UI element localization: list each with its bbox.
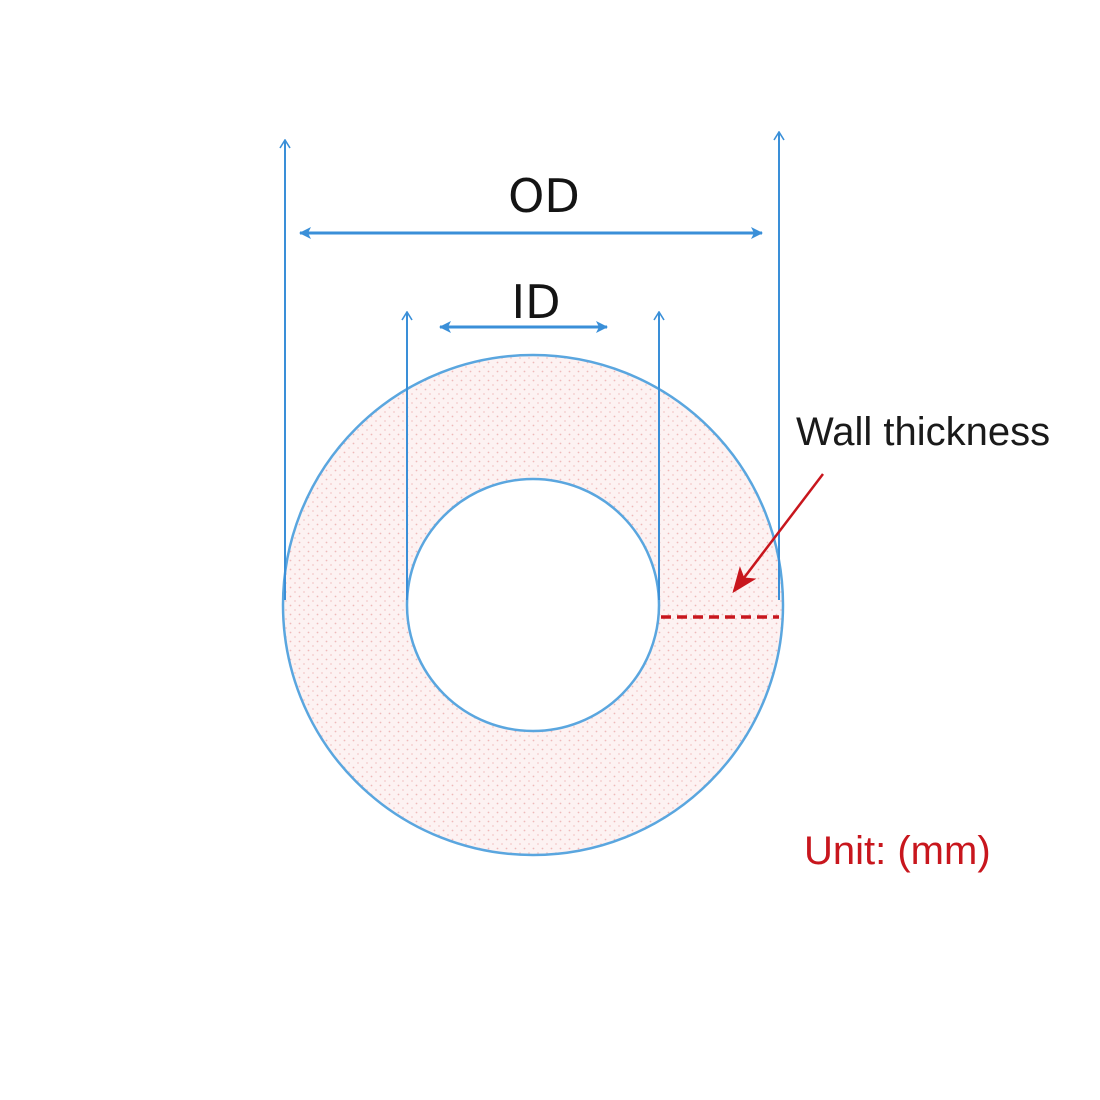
outer-circle [281,353,785,857]
inner-circle [405,477,661,733]
id-label: ID [512,275,561,329]
unit-label: Unit: (mm) [804,829,991,873]
wall-thickness-label: Wall thickness [796,410,1050,454]
tube-wall-ring [283,355,783,855]
wall-thickness-pointer-arrow [732,473,824,594]
od-label: OD [508,169,580,223]
